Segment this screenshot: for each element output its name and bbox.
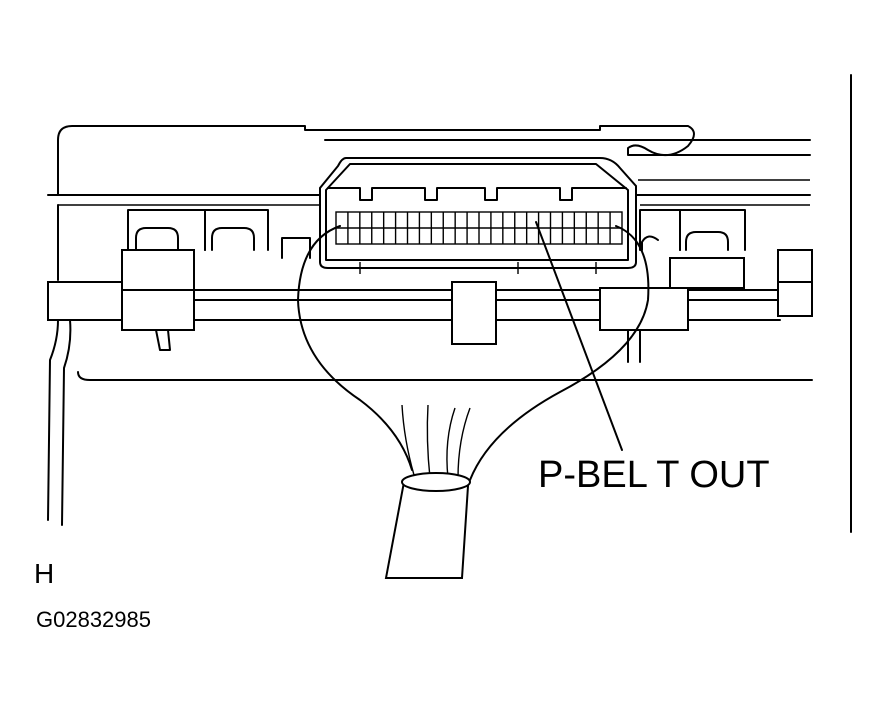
view-letter: H	[34, 558, 54, 589]
internal-slots	[127, 209, 746, 259]
callout-leader-line	[535, 221, 623, 451]
ecu-housing	[47, 125, 811, 281]
connector-pin-grid	[347, 212, 611, 244]
mounting-rail	[47, 249, 813, 363]
housing-lower-edge	[47, 319, 813, 526]
wire-harness	[297, 225, 650, 579]
connector-p-belt-out	[319, 157, 637, 274]
callout-label: P-BEL T OUT	[538, 454, 770, 496]
figure-code: G02832985	[36, 607, 151, 632]
